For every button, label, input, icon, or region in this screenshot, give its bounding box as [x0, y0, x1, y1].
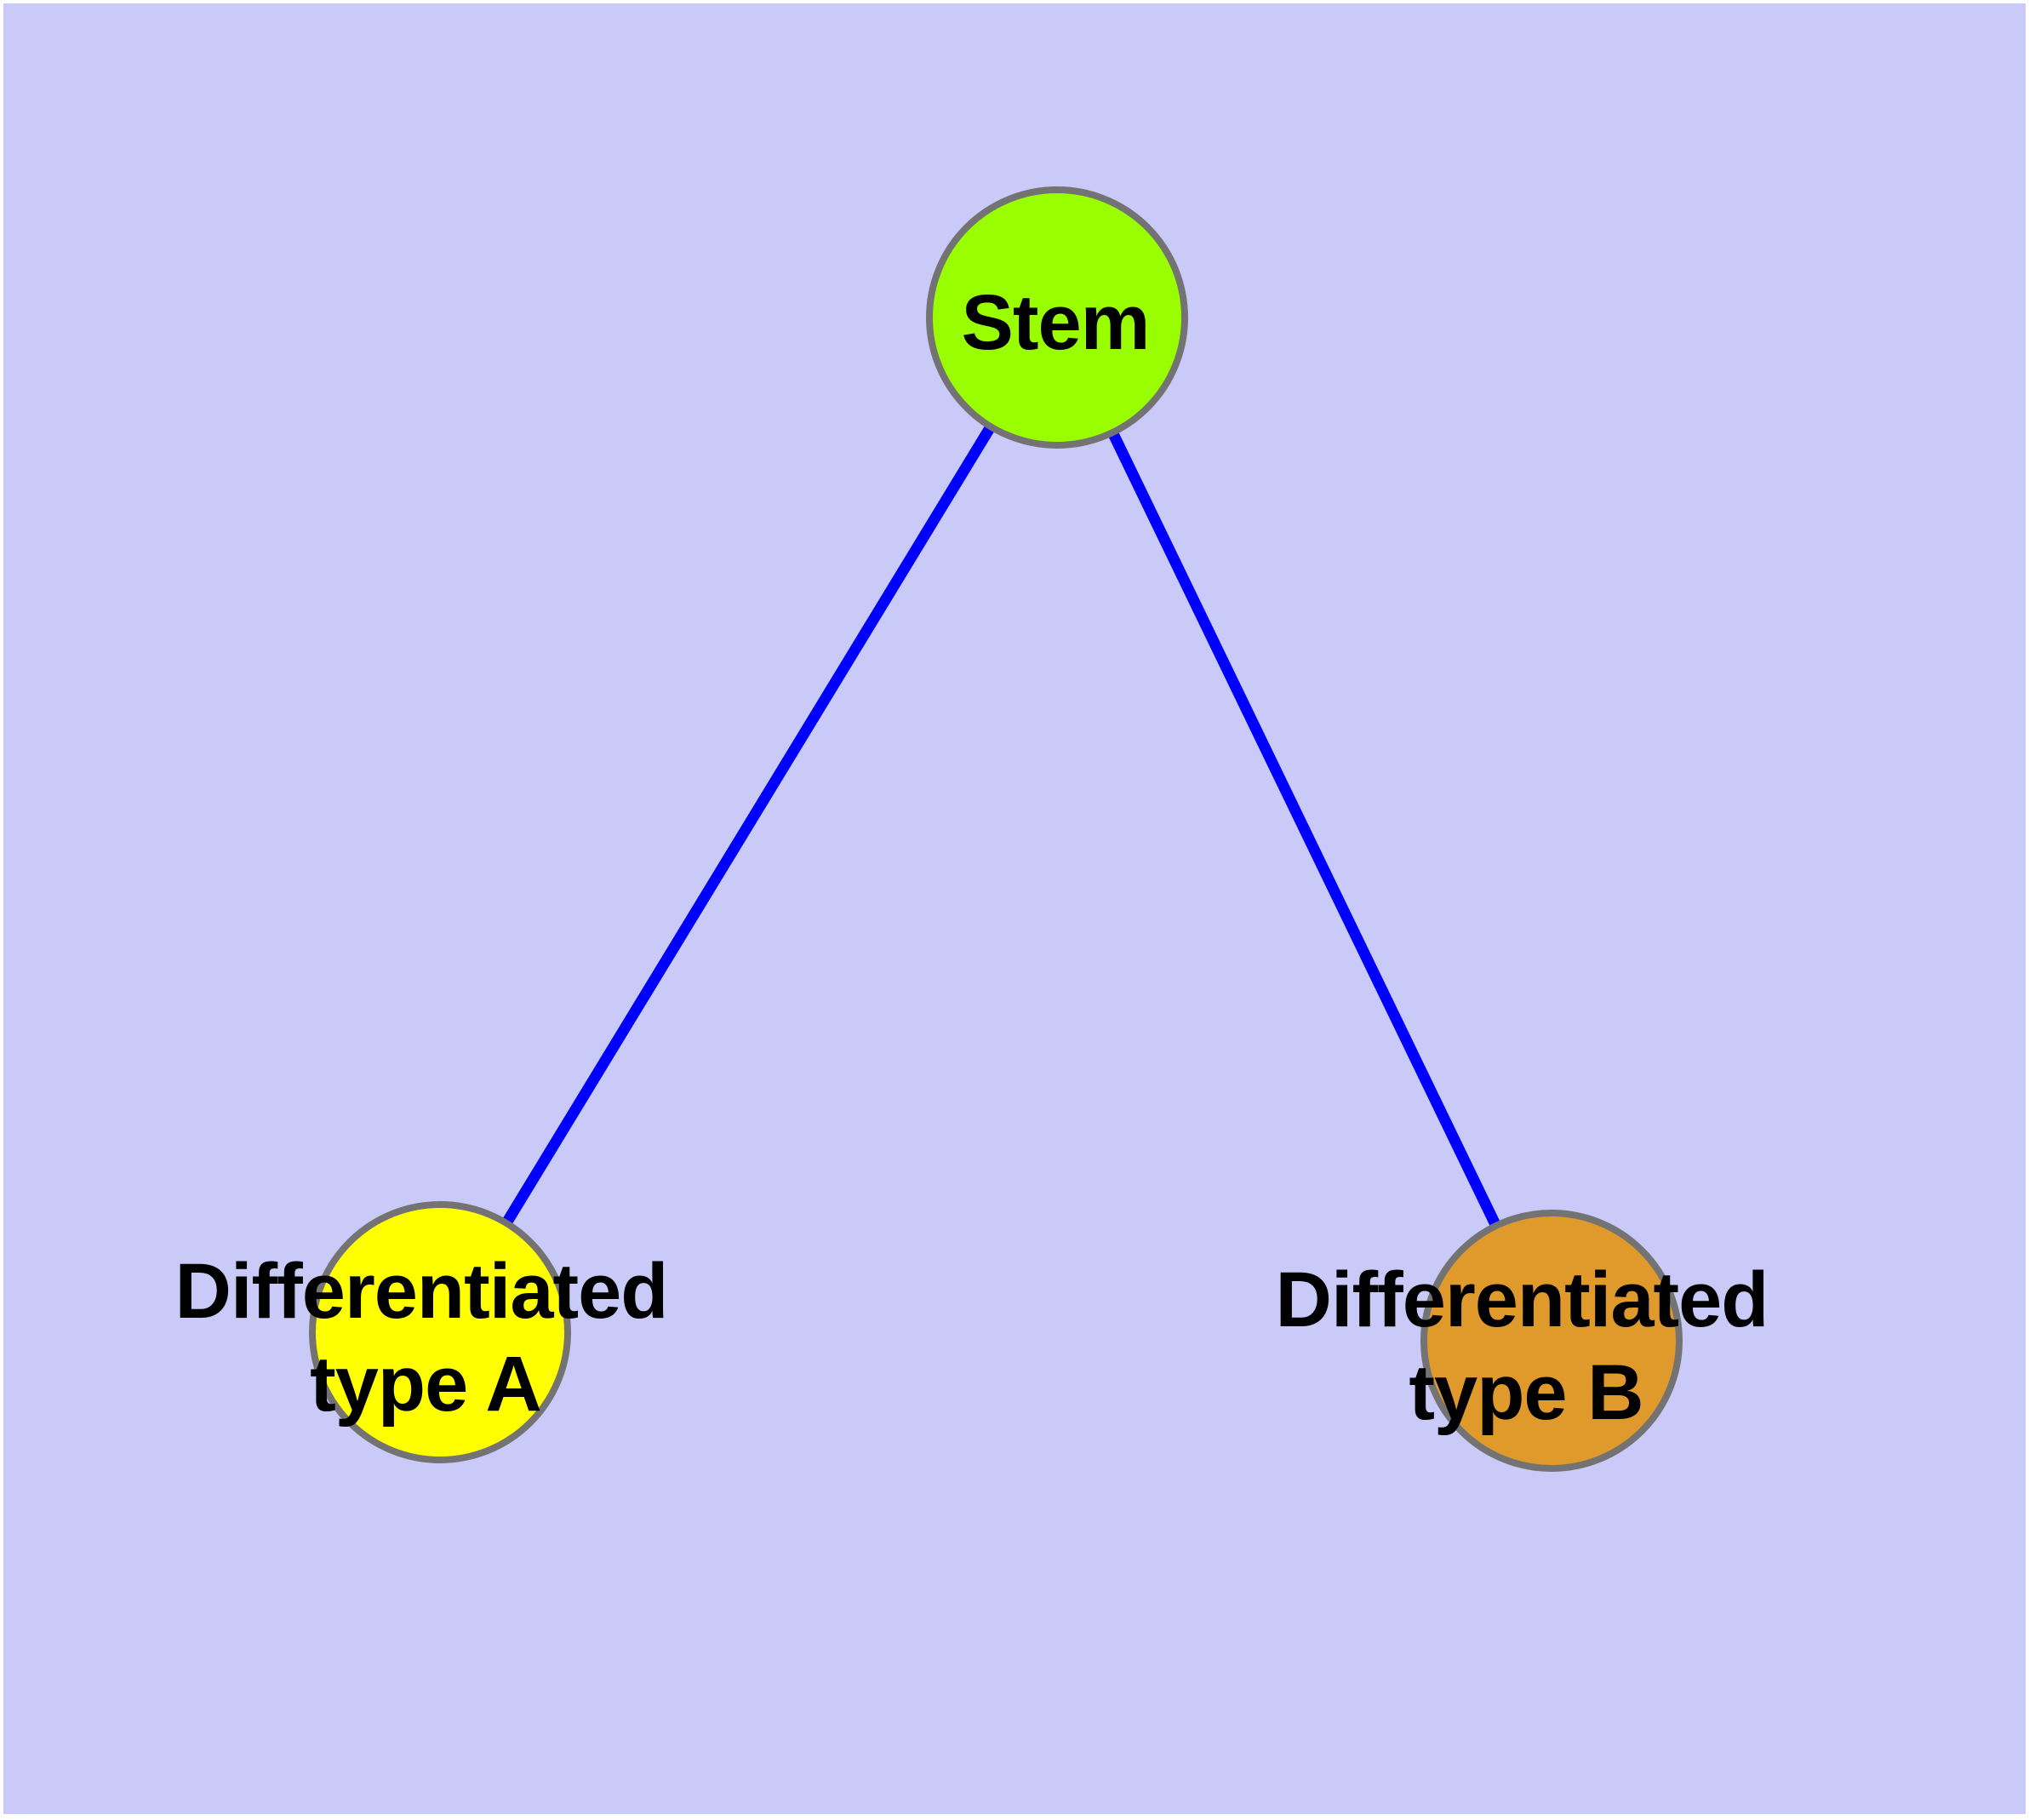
- node-label-type-a-line1: Differentiated: [175, 1248, 668, 1335]
- node-differentiated-type-a: [309, 1201, 571, 1463]
- node-label-stem: Stem: [962, 279, 1150, 366]
- node-label-type-a-line2: type A: [310, 1341, 541, 1428]
- node-label-type-b-line1: Differentiated: [1276, 1256, 1769, 1343]
- node-stem: [926, 186, 1188, 449]
- edge-stem-to-type-a: [435, 314, 1062, 1336]
- node-differentiated-type-b: [1420, 1210, 1683, 1472]
- edge-stem-to-type-b: [1052, 315, 1557, 1343]
- node-label-type-b-line2: type B: [1409, 1349, 1643, 1436]
